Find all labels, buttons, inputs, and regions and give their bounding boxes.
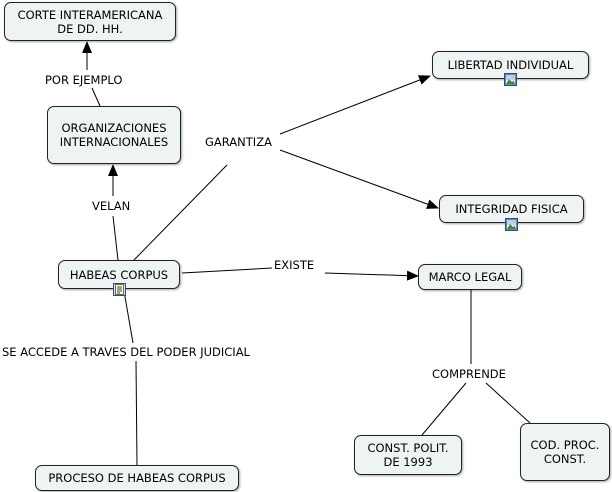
document-resource-icon[interactable] — [113, 283, 126, 296]
arrow-existe-marco — [324, 270, 419, 281]
concept-label: CORTE INTERAMERICANA DE DD. HH. — [17, 7, 163, 36]
line-comprende-codproc — [485, 382, 531, 424]
line-organizaciones-porejemplo — [91, 87, 101, 107]
concept-label: LIBERTAD INDIVIDUAL — [447, 58, 574, 72]
line-habeas-seaccede — [123, 290, 134, 344]
concept-organizaciones-internacionales[interactable]: ORGANIZACIONES INTERNACIONALES — [47, 106, 181, 164]
image-resource-icon[interactable] — [504, 73, 517, 86]
concept-corte-interamericana[interactable]: CORTE INTERAMERICANA DE DD. HH. — [4, 2, 176, 41]
line-comprende-constpolit — [421, 382, 467, 436]
concept-marco-legal[interactable]: MARCO LEGAL — [418, 264, 522, 290]
concept-cod-proc-const[interactable]: COD. PROC. CONST. — [520, 423, 610, 481]
line-habeas-existe — [181, 267, 273, 274]
concept-label: INTEGRIDAD FISICA — [455, 202, 568, 216]
concept-libertad-individual[interactable]: LIBERTAD INDIVIDUAL — [432, 51, 589, 79]
concept-const-polit-1993[interactable]: CONST. POLIT. DE 1993 — [354, 435, 462, 475]
line-habeas-garantiza — [133, 164, 228, 261]
link-phrase-garantiza: GARANTIZA — [203, 135, 274, 149]
link-phrase-velan: VELAN — [90, 199, 133, 213]
link-phrase-existe: EXISTE — [272, 258, 317, 272]
link-phrase-por-ejemplo: POR EJEMPLO — [43, 73, 125, 87]
concept-label: PROCESO DE HABEAS CORPUS — [48, 471, 226, 485]
link-phrase-se-accede: SE ACCEDE A TRAVES DEL PODER JUDICIAL — [0, 345, 252, 359]
concept-label: ORGANIZACIONES INTERNACIONALES — [59, 121, 169, 149]
concept-label: MARCO LEGAL — [428, 270, 512, 284]
concept-label: COD. PROC. CONST. — [530, 438, 600, 466]
link-phrase-comprende: COMPRENDE — [430, 367, 508, 381]
arrow-garantiza-libertad — [279, 75, 431, 135]
arrow-garantiza-integridad — [279, 149, 439, 209]
line-seaccede-proceso — [135, 360, 138, 466]
concept-label: CONST. POLIT. DE 1993 — [367, 441, 449, 469]
image-resource-icon[interactable] — [505, 218, 518, 231]
line-habeas-velan — [112, 215, 119, 261]
concept-proceso-habeas-corpus[interactable]: PROCESO DE HABEAS CORPUS — [35, 465, 239, 491]
concept-label: HABEAS CORPUS — [69, 267, 169, 282]
